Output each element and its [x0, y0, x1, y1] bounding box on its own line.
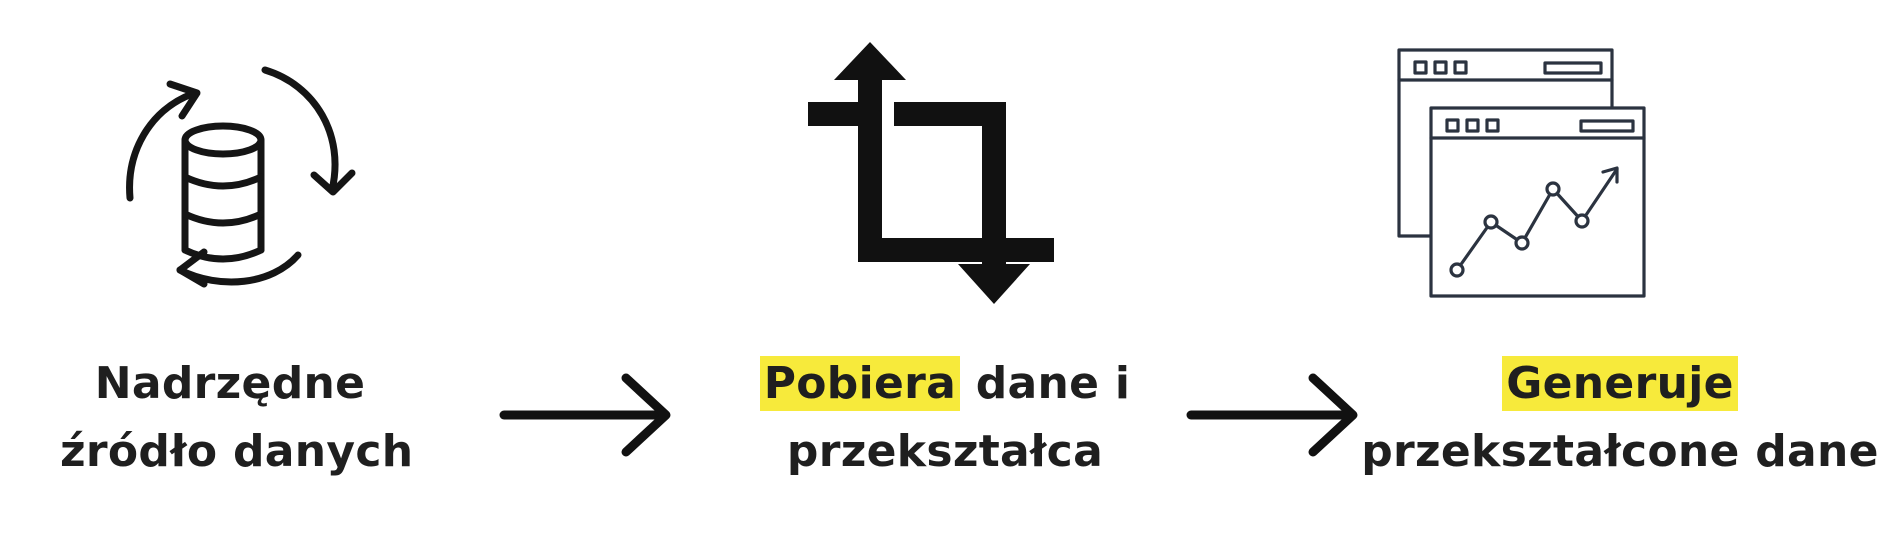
step-2-line-2: przekształca	[786, 426, 1104, 477]
step-1-line-2: źródło danych	[60, 426, 414, 477]
database-sync-icon	[126, 66, 356, 288]
step-3-label: Generuje przekształcone dane	[1360, 350, 1880, 486]
step-2-line-1-rest: dane i	[960, 358, 1131, 409]
right-arrow-icon	[499, 373, 671, 457]
step-3-highlight: Generuje	[1502, 356, 1738, 411]
step-2-line-1: Pobiera dane i	[735, 350, 1155, 418]
dashboard-chart-icon	[1397, 48, 1646, 298]
step-1-label: Nadrzędne źródło danych	[60, 350, 414, 486]
step-1-line-1: Nadrzędne	[94, 358, 366, 409]
crop-transform-icon	[808, 42, 1054, 304]
step-2-label: Pobiera dane i przekształca	[735, 350, 1155, 486]
step-2-highlight: Pobiera	[759, 356, 961, 411]
step-3-line-2: przekształcone dane	[1361, 426, 1879, 477]
right-arrow-icon	[1186, 373, 1358, 457]
step-3-line-1: Generuje	[1360, 350, 1880, 418]
